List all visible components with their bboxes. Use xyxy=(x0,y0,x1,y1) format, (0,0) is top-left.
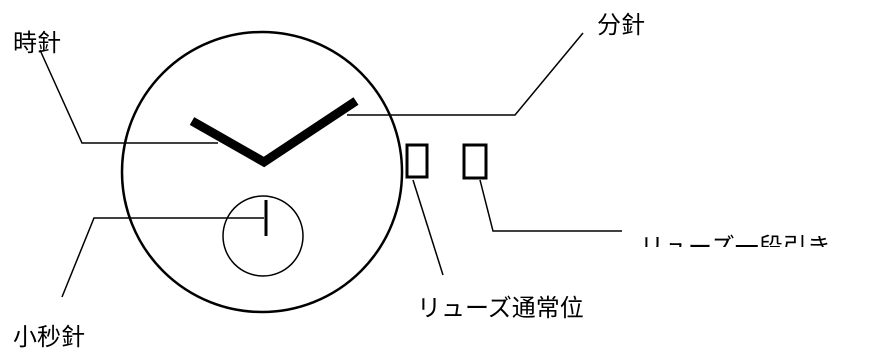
crown-normal-label: リューズ通常位 xyxy=(417,294,584,322)
watch-hands xyxy=(189,97,359,168)
crown-one-step-position xyxy=(462,143,488,180)
crown-one-step-leader xyxy=(479,179,622,232)
minute-hand-label: 分針 xyxy=(597,11,645,39)
small-second-dial xyxy=(222,195,304,277)
crown-normal-leader xyxy=(412,179,444,276)
small-second-label: 小秒針 xyxy=(13,323,85,351)
small-second-leader xyxy=(61,217,264,298)
hour-hand-label: 時針 xyxy=(13,29,61,57)
crown-normal-position xyxy=(405,143,429,179)
minute-hand-leader xyxy=(347,32,584,116)
watch-case xyxy=(120,30,404,314)
crown-one-step-label: リューズ一段引き xyxy=(640,233,831,261)
hour-hand-leader xyxy=(39,49,218,144)
